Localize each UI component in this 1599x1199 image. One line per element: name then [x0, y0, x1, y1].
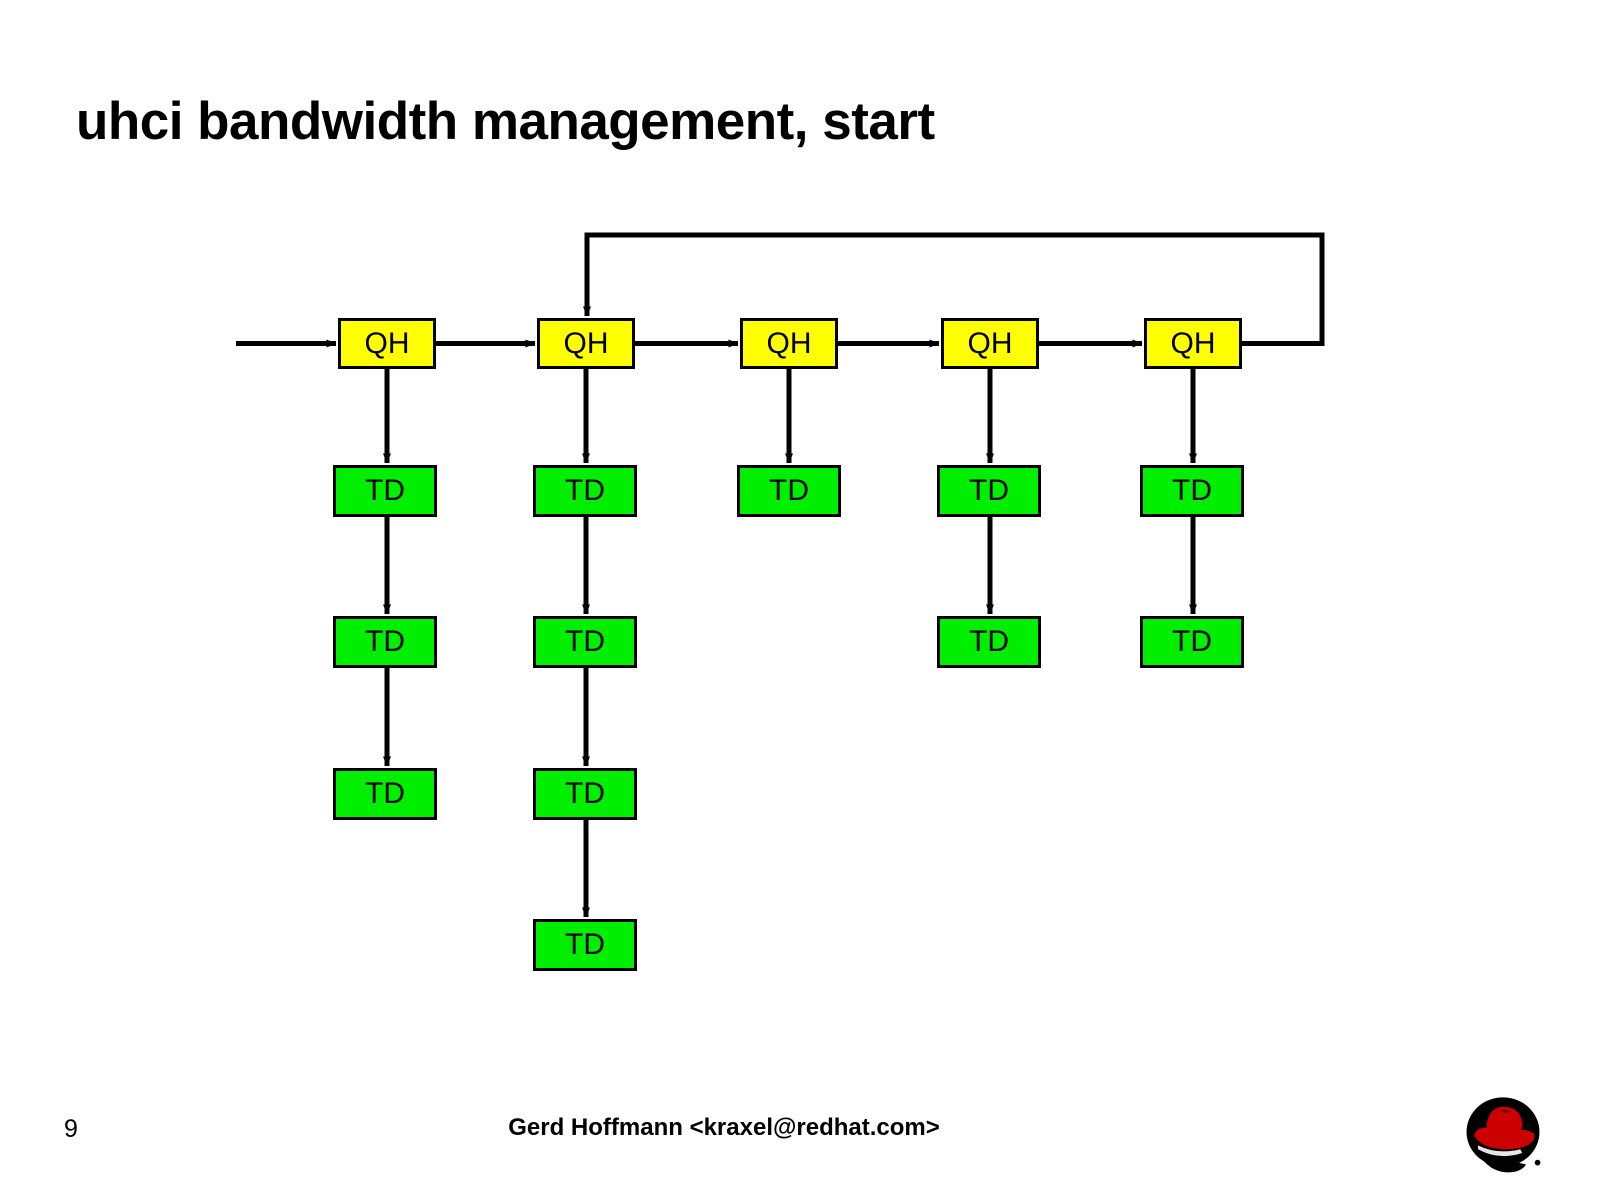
diagram-connectors — [236, 232, 1325, 918]
red-hat-shadowman-icon — [1466, 1097, 1541, 1173]
td-node-c1-r2[interactable]: TD — [333, 616, 437, 668]
td-node-label: TD — [1172, 474, 1212, 507]
td-node-label: TD — [565, 474, 605, 507]
loopback-edge — [583, 232, 1325, 346]
td-node-label: TD — [565, 777, 605, 810]
td-node-c2-r1[interactable]: TD — [533, 465, 637, 517]
qh-node-1[interactable]: QH — [338, 318, 436, 369]
qh-node-4[interactable]: QH — [941, 318, 1039, 369]
qh-node-label: QH — [967, 326, 1013, 360]
td-node-c2-r4[interactable]: TD — [533, 919, 637, 971]
td-node-label: TD — [565, 928, 605, 961]
td-node-c5-r1[interactable]: TD — [1140, 465, 1244, 517]
qh-node-3[interactable]: QH — [740, 318, 838, 369]
qh-node-label: QH — [766, 326, 812, 360]
page-title: uhci bandwidth management, start — [76, 92, 935, 151]
td-node-c4-r2[interactable]: TD — [937, 616, 1041, 668]
author-credit: Gerd Hoffmann <kraxel@redhat.com> — [508, 1114, 940, 1141]
td-node-c2-r2[interactable]: TD — [533, 616, 637, 668]
td-node-label: TD — [365, 474, 405, 507]
td-node-c4-r1[interactable]: TD — [937, 465, 1041, 517]
qh-node-2[interactable]: QH — [537, 318, 635, 369]
red-hat-shadowman-logo — [1455, 1082, 1551, 1178]
uhci-schedule-diagram: QH QH QH QH QH TD TD TD TD TD — [236, 232, 1325, 971]
td-node-label: TD — [969, 474, 1009, 507]
td-node-label: TD — [365, 777, 405, 810]
td-node-label: TD — [365, 625, 405, 658]
td-node-label: TD — [969, 625, 1009, 658]
td-node-c2-r3[interactable]: TD — [533, 768, 637, 820]
td-node-label: TD — [1172, 625, 1212, 658]
td-node-c5-r2[interactable]: TD — [1140, 616, 1244, 668]
td-node-label: TD — [769, 474, 809, 507]
td-node-c1-r3[interactable]: TD — [333, 768, 437, 820]
qh-node-label: QH — [1170, 326, 1216, 360]
td-node-c3-r1[interactable]: TD — [737, 465, 841, 517]
td-node-label: TD — [565, 625, 605, 658]
td-node-c1-r1[interactable]: TD — [333, 465, 437, 517]
qh-node-label: QH — [364, 326, 410, 360]
qh-node-5[interactable]: QH — [1144, 318, 1242, 369]
page-number: 9 — [64, 1115, 78, 1143]
qh-node-label: QH — [563, 326, 609, 360]
